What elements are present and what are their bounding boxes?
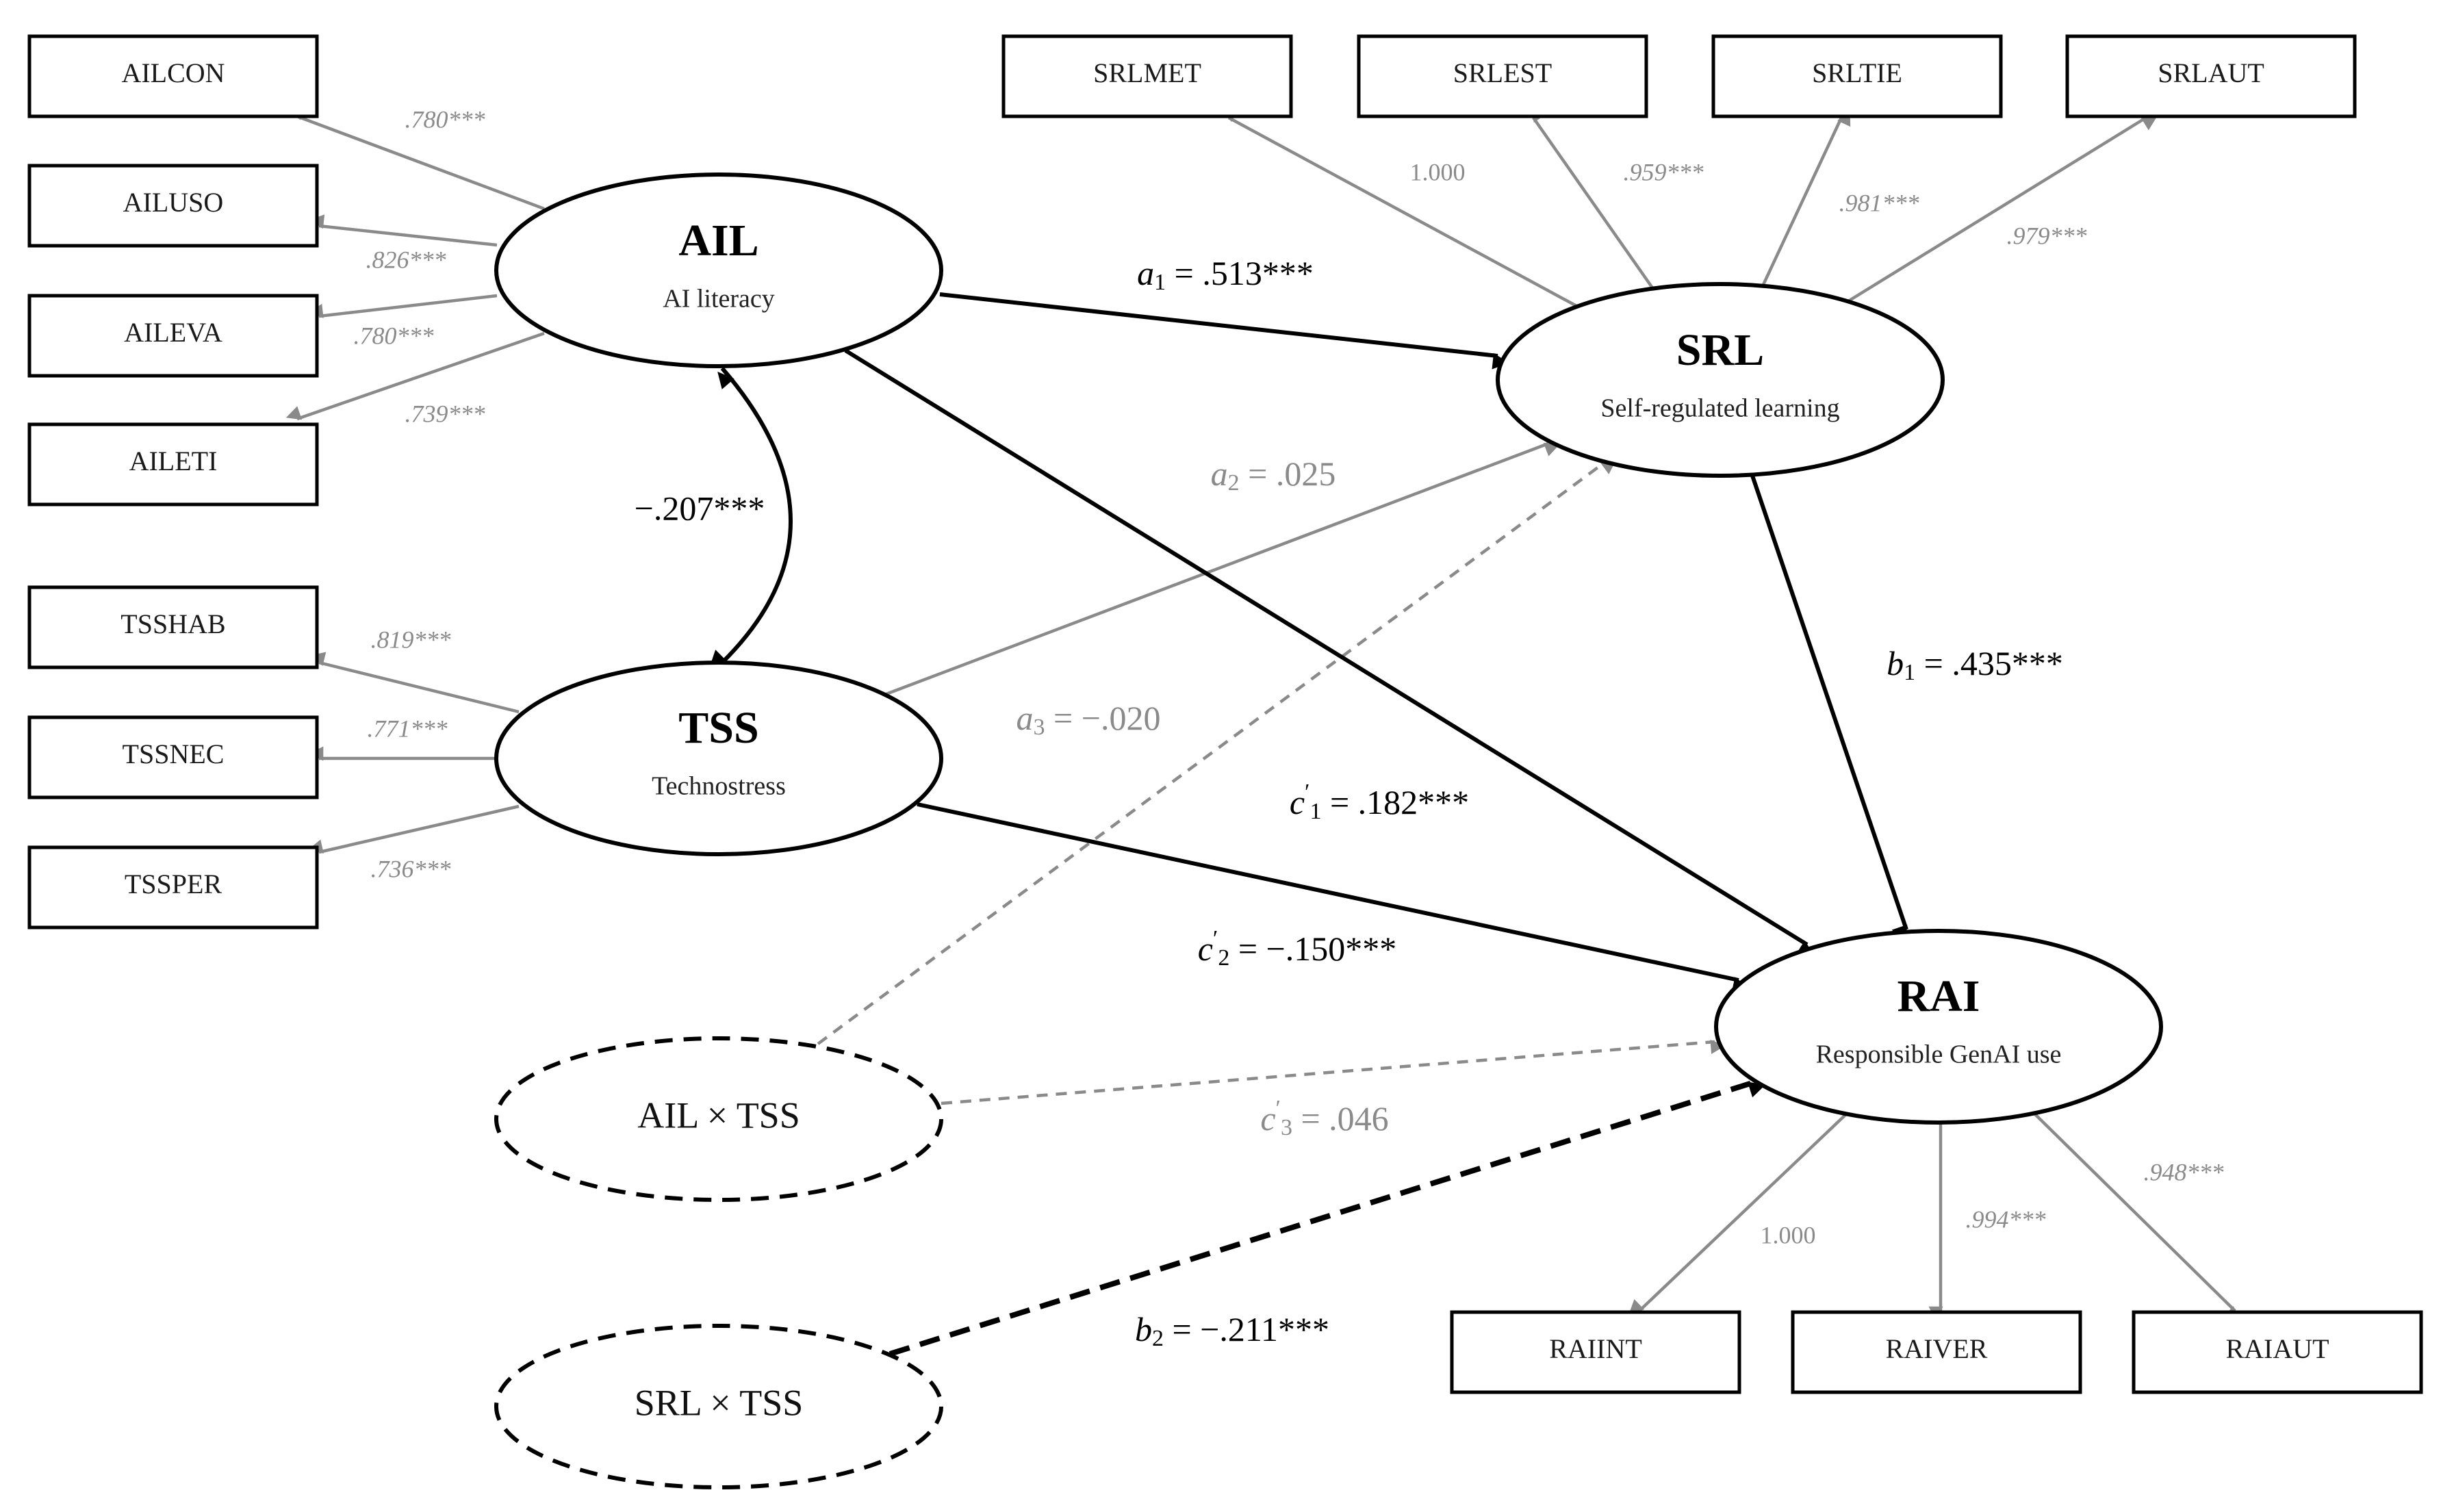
path-srl-srlest (1531, 106, 1654, 290)
path-ail-aileti (285, 331, 545, 421)
path-label-b1: b1 = .435*** (1887, 644, 2063, 684)
indicator-aileva: AILEVA (27, 294, 319, 378)
path-b1-srl-rai (1750, 475, 1908, 943)
path-label-c1: c′1 = .182*** (1290, 780, 1469, 824)
path-label-c3: c′3 = .046 (1260, 1096, 1388, 1140)
latent-tss-name: Technostress (652, 772, 786, 801)
path-c3-ailxtss-rai (941, 1040, 1726, 1105)
path-label-a3: a3 = −.020 (1017, 699, 1161, 739)
path-label-correlation: −.207*** (635, 489, 765, 527)
loading-label-srltie: .981*** (1839, 189, 1919, 216)
path-label-b2: b2 = −.211*** (1135, 1310, 1329, 1350)
indicator-raiaut: RAIAUT (2132, 1310, 2423, 1394)
latent-ail: AIL AI literacy (494, 172, 943, 368)
path-srl-srltie (1761, 110, 1851, 287)
path-tss-tssper (308, 804, 520, 854)
svg-text:SRLMET: SRLMET (1093, 57, 1201, 88)
srl-loadings (1222, 106, 2158, 308)
svg-text:RAIVER: RAIVER (1886, 1333, 1988, 1364)
loading-labels: .780*** .826*** .780*** .739*** .819*** … (354, 105, 2224, 1248)
path-label-a1: a1 = .513*** (1137, 254, 1314, 294)
path-tss-tsshab (310, 652, 520, 714)
interaction-ail-tss: AIL × TSS (494, 1036, 943, 1202)
path-srl-srlaut (1847, 116, 2158, 303)
indicator-srlaut: SRLAUT (2065, 34, 2357, 118)
svg-text:RAIAUT: RAIAUT (2225, 1333, 2329, 1364)
path-a1-ail-srl (939, 292, 1509, 370)
latent-rai: RAI Responsible GenAI use (1714, 929, 2163, 1125)
path-ail-ailuso (309, 214, 498, 247)
loading-label-srlaut: .979*** (2007, 222, 2087, 249)
path-srl-srlmet (1222, 108, 1579, 308)
indicator-tssnec: TSSNEC (27, 715, 319, 799)
loading-label-srlmet: 1.000 (1410, 158, 1466, 185)
svg-text:TSSPER: TSSPER (125, 869, 222, 899)
latent-ail-name: AI literacy (663, 285, 775, 313)
svg-text:AILCON: AILCON (121, 57, 225, 88)
loading-label-tssper: .736*** (371, 855, 451, 882)
svg-text:SRLAUT: SRLAUT (2158, 57, 2264, 88)
latent-rai-name: Responsible GenAI use (1816, 1040, 2062, 1069)
latent-srl: SRL Self-regulated learning (1496, 282, 1945, 478)
indicator-ailuso: AILUSO (27, 164, 319, 248)
svg-text:AILETI: AILETI (129, 446, 218, 476)
svg-text:RAIINT: RAIINT (1549, 1333, 1642, 1364)
path-c1-ail-rai (844, 348, 1815, 956)
path-a2-tss-srl (884, 441, 1560, 697)
path-b2-srlxtss-rai (889, 1080, 1766, 1357)
loading-label-aileva: .780*** (354, 322, 434, 349)
indicator-raiver: RAIVER (1791, 1310, 2082, 1394)
indicator-tssper: TSSPER (27, 845, 319, 930)
indicator-srlmet: SRLMET (1001, 34, 1293, 118)
tss-loadings (308, 652, 520, 854)
loading-label-ailcon: .780*** (405, 105, 485, 133)
latent-srl-name: Self-regulated learning (1600, 394, 1839, 423)
interaction-srl-tss: SRL × TSS (494, 1324, 943, 1489)
svg-text:SRLTIE: SRLTIE (1812, 57, 1902, 88)
svg-text:SRL × TSS: SRL × TSS (635, 1382, 804, 1423)
indicator-raiint: RAIINT (1450, 1310, 1741, 1394)
loading-label-tsshab: .819*** (371, 626, 451, 653)
path-rai-raiint (1628, 1111, 1850, 1315)
path-c2-tss-rai (917, 802, 1750, 993)
svg-text:SRLEST: SRLEST (1453, 57, 1552, 88)
structural-paths (709, 292, 1908, 1357)
loading-label-aileti: .739*** (405, 400, 485, 427)
loading-label-raiint: 1.000 (1761, 1221, 1816, 1248)
path-label-a2: a2 = .025 (1211, 454, 1336, 495)
path-labels: a1 = .513*** a2 = .025 a3 = −.020 b1 = .… (635, 254, 2063, 1350)
svg-text:TSSNEC: TSSNEC (123, 739, 225, 769)
latent-tss-abbr: TSS (678, 703, 758, 753)
path-ail-tss-correlation (709, 367, 793, 667)
svg-text:AILUSO: AILUSO (123, 187, 224, 218)
latent-srl-abbr: SRL (1676, 325, 1764, 375)
path-a3-ailxtss-srl (817, 459, 1616, 1045)
loading-label-raiver: .994*** (1966, 1205, 2046, 1233)
svg-text:AILEVA: AILEVA (124, 317, 222, 348)
indicator-aileti: AILETI (27, 422, 319, 507)
indicator-srltie: SRLTIE (1711, 34, 2003, 118)
loading-label-tssnec: .771*** (368, 715, 448, 742)
svg-text:TSSHAB: TSSHAB (120, 608, 225, 639)
ail-loadings (285, 106, 545, 421)
indicator-tsshab: TSSHAB (27, 585, 319, 669)
path-label-c2: c′2 = −.150*** (1198, 926, 1397, 971)
rai-loadings (1628, 1111, 2239, 1322)
indicator-ailcon: AILCON (27, 34, 319, 118)
loading-label-ailuso: .826*** (366, 246, 446, 273)
path-ail-ailcon (289, 106, 545, 211)
latent-ail-abbr: AIL (678, 216, 758, 266)
path-rai-raiaut (2032, 1111, 2239, 1322)
loading-label-srlest: .959*** (1624, 158, 1704, 185)
svg-text:AIL × TSS: AIL × TSS (637, 1094, 800, 1136)
indicator-srlest: SRLEST (1357, 34, 1648, 118)
path-ail-aileva (308, 294, 498, 318)
latent-tss: TSS Technostress (494, 661, 943, 856)
loading-label-raiaut: .948*** (2144, 1158, 2224, 1186)
latent-rai-abbr: RAI (1897, 971, 1980, 1021)
